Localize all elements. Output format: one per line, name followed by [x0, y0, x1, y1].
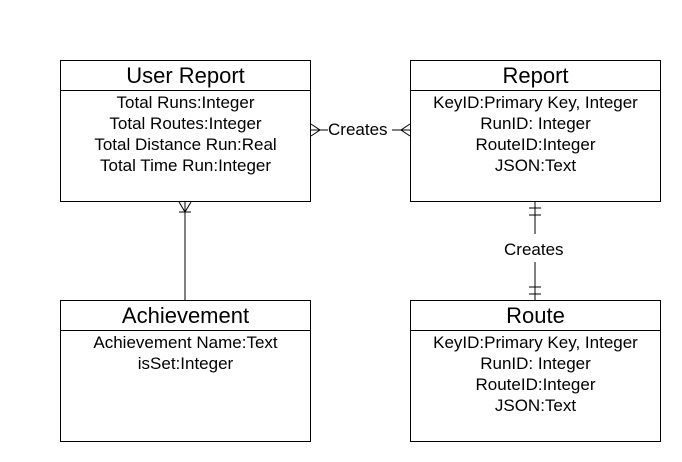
- entity-title: User Report: [61, 61, 310, 91]
- attribute: Achievement Name:Text: [93, 333, 278, 352]
- entity-attributes: KeyID:Primary Key, Integer RunID: Intege…: [411, 331, 660, 416]
- entity-title: Report: [411, 61, 660, 91]
- attribute: Total Distance Run:Real: [94, 135, 277, 154]
- relationship-label-creates: Creates: [328, 120, 388, 140]
- attribute: Total Time Run:Integer: [99, 156, 272, 175]
- entity-attributes: Achievement Name:Text isSet:Integer: [61, 331, 310, 374]
- crowfoot-many-left: [310, 123, 321, 137]
- attribute: RunID: Integer: [480, 114, 591, 133]
- attribute: Total Runs:Integer: [116, 93, 255, 112]
- entity-title: Achievement: [61, 301, 310, 331]
- attribute: KeyID:Primary Key, Integer: [433, 333, 638, 352]
- relationship-label-creates: Creates: [504, 240, 564, 260]
- relationship-userreport-achievement: [178, 201, 192, 300]
- crowfoot-many-right: [400, 123, 411, 137]
- attribute: JSON:Text: [494, 156, 577, 175]
- entity-route[interactable]: Route KeyID:Primary Key, Integer RunID: …: [410, 300, 661, 442]
- attribute: Total Routes:Integer: [109, 114, 262, 133]
- attribute: KeyID:Primary Key, Integer: [433, 93, 638, 112]
- attribute: RouteID:Integer: [475, 135, 596, 154]
- attribute: isSet:Integer: [137, 354, 234, 373]
- relationship-userreport-report: [310, 123, 411, 137]
- entity-attributes: Total Runs:Integer Total Routes:Integer …: [61, 91, 310, 176]
- attribute: JSON:Text: [494, 396, 577, 415]
- entity-achievement[interactable]: Achievement Achievement Name:Text isSet:…: [60, 300, 311, 442]
- relationship-report-route: [529, 202, 541, 300]
- attribute: RunID: Integer: [480, 354, 591, 373]
- entity-report[interactable]: Report KeyID:Primary Key, Integer RunID:…: [410, 60, 661, 202]
- entity-title: Route: [411, 301, 660, 331]
- entity-user-report[interactable]: User Report Total Runs:Integer Total Rou…: [60, 60, 311, 202]
- entity-attributes: KeyID:Primary Key, Integer RunID: Intege…: [411, 91, 660, 176]
- attribute: RouteID:Integer: [475, 375, 596, 394]
